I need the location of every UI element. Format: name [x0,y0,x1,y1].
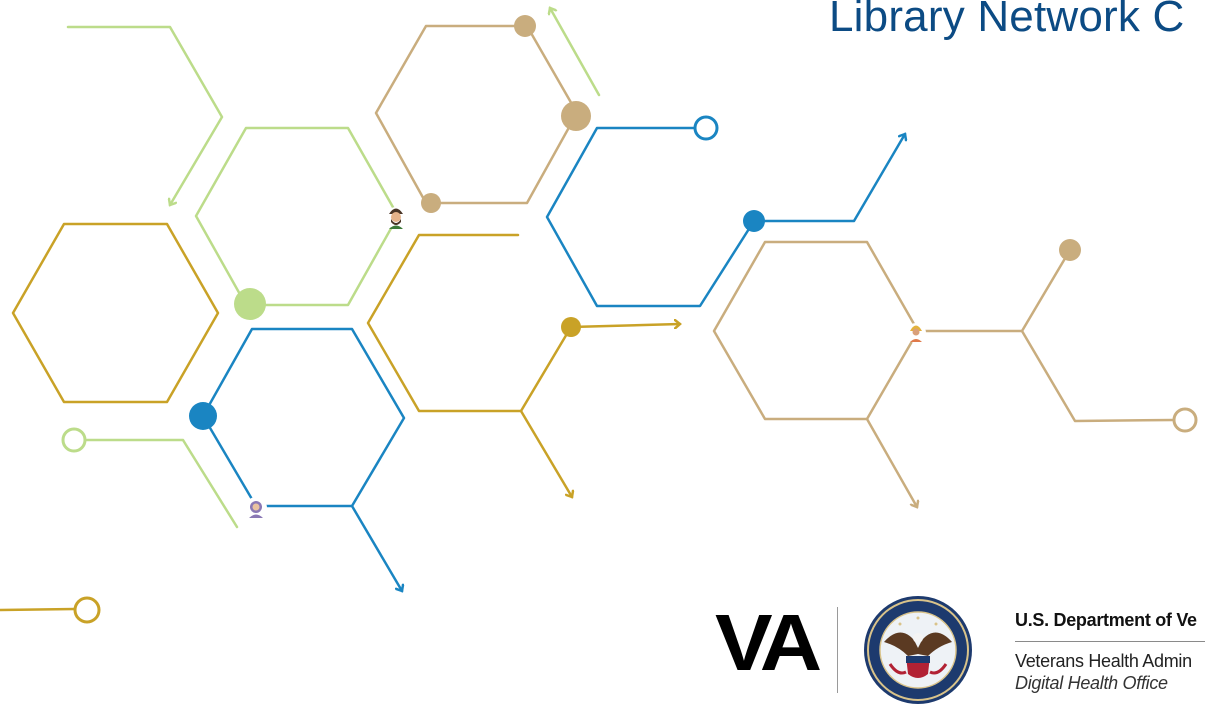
blue-node-small [743,210,765,232]
green-node-large [234,288,266,320]
blue-connector-down [350,504,402,591]
blue-node-large [189,402,217,430]
avatar-man-icon [385,207,407,229]
avatar-hijab-icon [906,323,926,343]
tan-node-right [1059,239,1081,261]
va-wordmark: VA [715,598,822,687]
green-connector-left [84,438,239,529]
slide-title: Library Network C [829,0,1185,41]
gold-hexagon-left [11,222,220,404]
green-node-hollow [61,427,87,453]
tan-node-large [561,101,591,131]
blue-node-hollow [693,115,719,141]
office-name: Digital Health Office [1015,673,1168,693]
gold-node [561,317,581,337]
gold-connector-middle [366,233,680,413]
gold-node-hollow [73,596,101,624]
department-divider [1015,641,1205,642]
blue-hexagon-path [201,327,406,508]
tan-connector-down [865,417,917,507]
gold-connector-bottom-left [0,607,77,612]
gold-connector-down [519,409,572,497]
administration-name: Veterans Health Admin [1015,651,1192,671]
tan-hexagon-right [712,240,920,421]
green-connector-top [550,8,601,97]
green-connector-top-left [66,25,224,205]
tan-connector-lower-right [1020,329,1175,423]
tan-node-small [421,193,441,213]
green-hexagon [194,126,400,307]
tan-node-top [514,15,536,37]
logo-divider [837,607,838,693]
tan-hexagon-top [374,24,579,205]
tan-node-hollow [1172,407,1198,433]
tan-connector-right [916,248,1072,333]
blue-connector-top [545,126,905,308]
department-name: U.S. Department of Ve [1015,610,1197,630]
avatar-woman-icon [245,497,267,519]
va-seal-icon [864,596,972,704]
